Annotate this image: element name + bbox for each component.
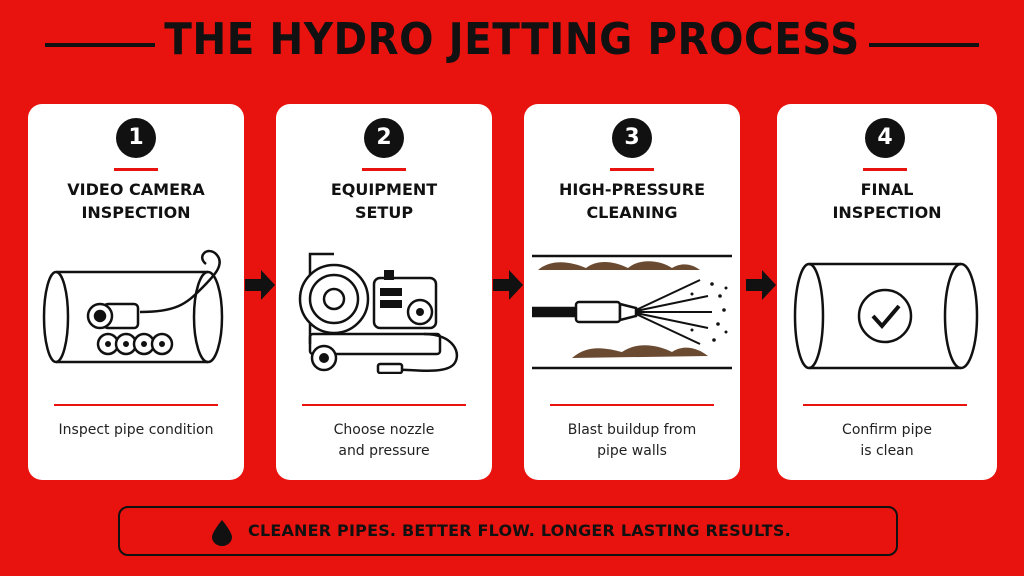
pipe-camera-icon bbox=[42, 249, 224, 364]
jetter-machine-icon bbox=[298, 252, 459, 374]
divider bbox=[114, 168, 158, 171]
step-title: FINAL INSPECTION bbox=[832, 180, 942, 222]
step-description: Confirm pipe is clean bbox=[842, 422, 932, 459]
arrow-right-icon bbox=[746, 270, 776, 300]
step-card-2: 2 EQUIPMENT SETUP Choose nozzle and pres… bbox=[276, 104, 492, 480]
footer-banner: CLEANER PIPES. BETTER FLOW. LONGER LASTI… bbox=[118, 506, 898, 556]
divider bbox=[610, 168, 654, 171]
arrow-right-icon bbox=[245, 270, 275, 300]
step-description: Inspect pipe condition bbox=[58, 422, 214, 438]
step-description: Choose nozzle and pressure bbox=[333, 422, 435, 459]
page-title: THE HYDRO JETTING PROCESS bbox=[164, 14, 860, 65]
divider bbox=[803, 404, 967, 406]
divider bbox=[863, 168, 907, 171]
step-card-1: 1 VIDEO CAMERA INSPECTION Inspect pipe c… bbox=[28, 104, 244, 480]
water-drop-icon bbox=[212, 520, 232, 546]
step-card-4: 4 FINAL INSPECTION Confirm pipe is clean bbox=[777, 104, 997, 480]
step-title: VIDEO CAMERA INSPECTION bbox=[67, 180, 205, 222]
divider bbox=[550, 404, 714, 406]
step-number-badge: 1 bbox=[116, 118, 156, 158]
divider bbox=[54, 404, 218, 406]
nozzle-spray-icon bbox=[532, 254, 732, 370]
step-number-badge: 4 bbox=[865, 118, 905, 158]
step-title: EQUIPMENT SETUP bbox=[330, 180, 438, 222]
step-title: HIGH-PRESSURE CLEANING bbox=[558, 180, 706, 222]
step-description: Blast buildup from pipe walls bbox=[567, 422, 697, 459]
divider bbox=[302, 404, 466, 406]
header: THE HYDRO JETTING PROCESS bbox=[0, 10, 1024, 80]
title-rule-left bbox=[45, 43, 155, 47]
step-number-badge: 3 bbox=[612, 118, 652, 158]
arrow-right-icon bbox=[493, 270, 523, 300]
clean-pipe-check-icon bbox=[793, 262, 979, 370]
step-card-3: 3 HIGH-PRESSURE CLEANING Blast build bbox=[524, 104, 740, 480]
divider bbox=[362, 168, 406, 171]
step-number-badge: 2 bbox=[364, 118, 404, 158]
footer-tagline: CLEANER PIPES. BETTER FLOW. LONGER LASTI… bbox=[248, 521, 791, 540]
title-rule-right bbox=[869, 43, 979, 47]
